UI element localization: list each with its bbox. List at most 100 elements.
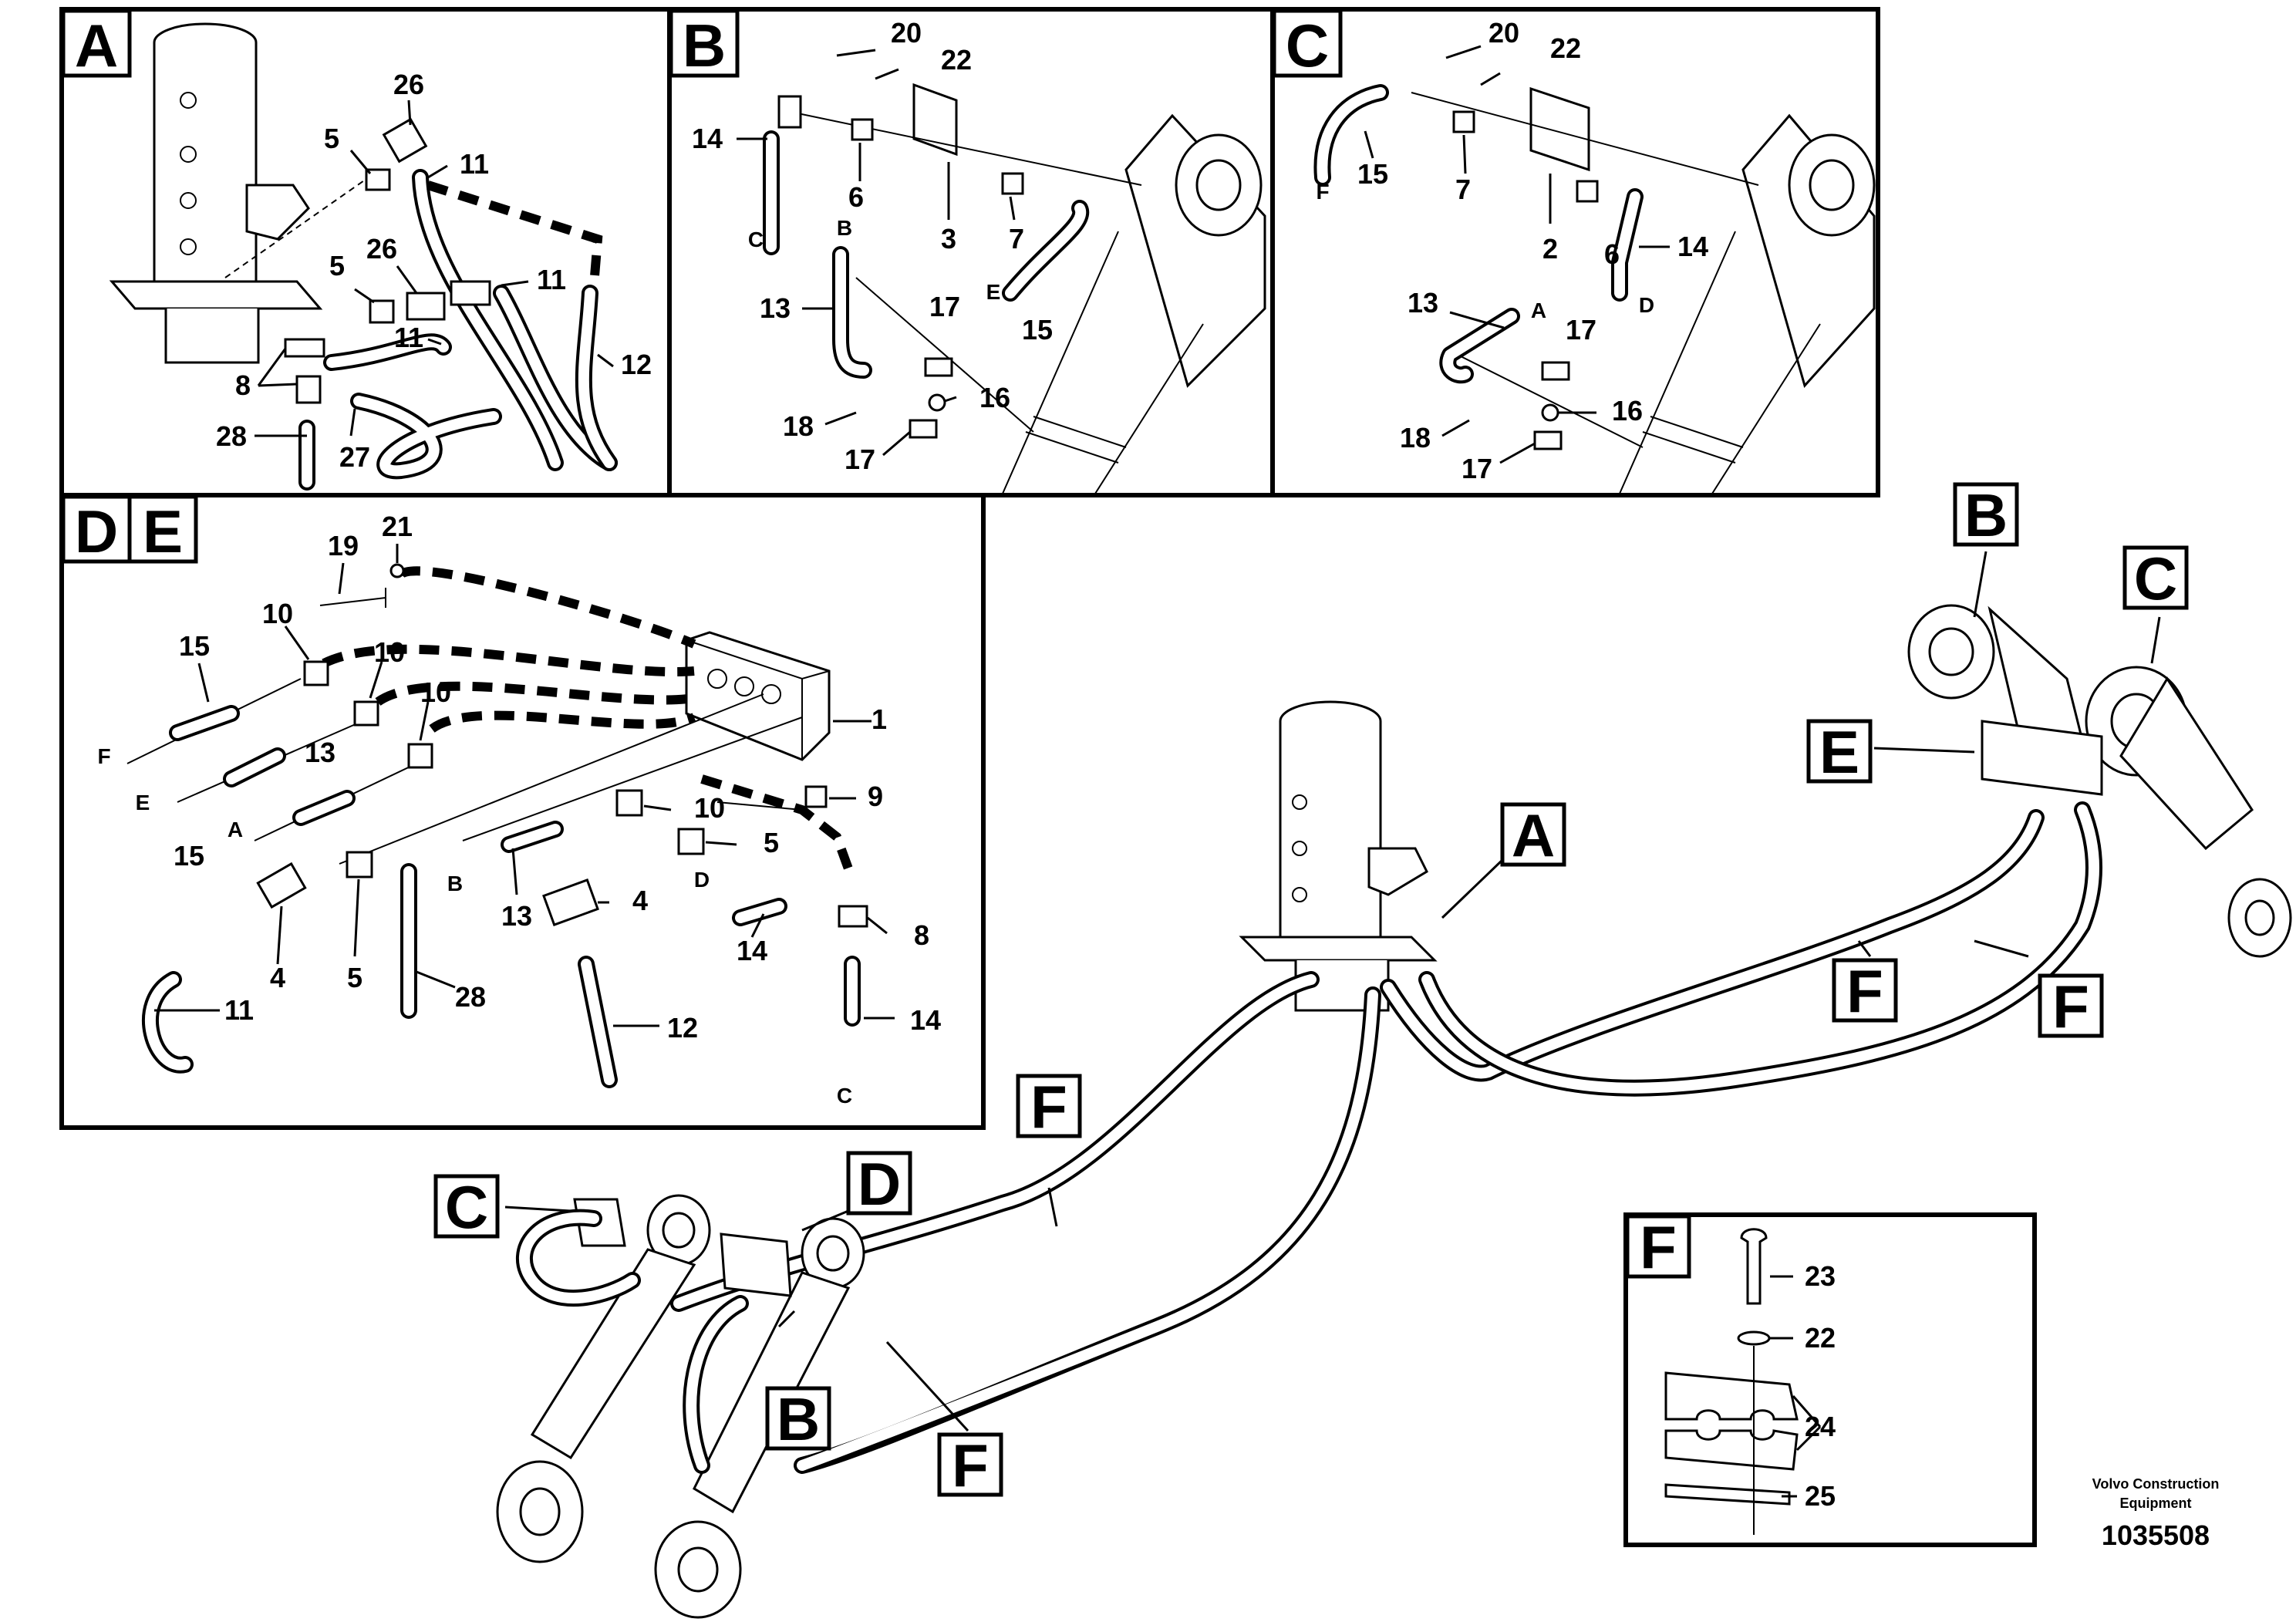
callout-c-18: 18 [1400, 422, 1431, 454]
callout-f-22: 22 [1805, 1322, 1836, 1354]
callout-de-1: 1 [872, 703, 887, 735]
callout-c-7: 7 [1455, 174, 1471, 205]
callout-b-22: 22 [941, 44, 972, 76]
callout-de-19: 19 [328, 530, 359, 561]
callout-c-a: A [1531, 298, 1546, 322]
washer-22-f [1737, 1330, 1771, 1346]
panel-f-tag-label: F [1640, 1213, 1677, 1281]
clamp-17-c [1541, 361, 1570, 381]
panel-d-tag-label: D [75, 497, 118, 565]
hidden-hose-1 [397, 566, 696, 649]
callout-b-16: 16 [979, 382, 1010, 413]
callout-c-15: 15 [1357, 158, 1388, 190]
callout-c-13: 13 [1408, 287, 1438, 319]
detail-panel-f: F 23 22 24 25 [1623, 1212, 2037, 1547]
callout-de-5b: 5 [347, 962, 362, 993]
fitting-7-c [1452, 110, 1475, 133]
overview-tags: A B C C D E B F F F F [433, 481, 2189, 1499]
callout-de-b: B [447, 872, 463, 895]
callout-a-5: 5 [324, 123, 339, 154]
hidden-hose-2 [322, 644, 695, 676]
overview-tag-f2: F [952, 1431, 989, 1499]
panel-a-tag [61, 8, 132, 78]
callout-a-5b: 5 [329, 250, 345, 282]
callout-de-14b: 14 [910, 1004, 941, 1036]
callout-b-6: 6 [848, 181, 864, 213]
overview-tag-b2: B [777, 1385, 820, 1453]
callout-de-15b: 15 [174, 840, 204, 872]
overview-assembly: A B C C D E B F F F F [433, 481, 2292, 1619]
central-swivel [1239, 700, 1438, 1012]
panel-c-frame [1270, 7, 1880, 497]
panel-e-tag [127, 494, 198, 564]
hidden-hose-4 [429, 710, 696, 733]
callout-de-f: F [97, 744, 110, 768]
reference-number: 1035508 [2102, 1519, 2210, 1551]
footer-reference: Volvo Construction Equipment 1035508 [2092, 1476, 2220, 1551]
overview-tag-f3-box [1832, 958, 1898, 1023]
overview-tag-d-box [846, 1151, 912, 1216]
callouts-a: 26 5 11 5 26 11 11 12 8 28 27 [216, 69, 652, 473]
fitting-10-a [303, 660, 329, 686]
callout-a-26b: 26 [366, 233, 397, 265]
overview-tag-e-box [1806, 719, 1873, 784]
callout-de-10b: 10 [374, 636, 405, 668]
callout-de-15: 15 [179, 630, 210, 662]
overview-tag-c2-box [433, 1174, 500, 1239]
fitting-6-c [1576, 180, 1599, 203]
callout-b-17: 17 [929, 291, 960, 322]
fitting-5-mid [369, 299, 395, 324]
fitting-10-c [407, 743, 433, 769]
overview-tag-f2-box [937, 1432, 1003, 1497]
callout-a-11: 11 [460, 148, 489, 180]
callout-a-12: 12 [621, 349, 652, 380]
callout-b-15: 15 [1022, 314, 1053, 346]
callout-b-3: 3 [941, 223, 956, 255]
overview-tag-a-box [1500, 802, 1566, 867]
hidden-hose-5 [700, 774, 857, 882]
bolt-19 [319, 588, 386, 608]
callout-b-18: 18 [783, 410, 814, 442]
callout-c-17b: 17 [1462, 453, 1492, 484]
callout-de-c: C [837, 1084, 852, 1108]
panel-e-tag-label: E [143, 497, 183, 565]
cylinder-b [1002, 113, 1266, 494]
callout-a-11c: 11 [394, 322, 423, 353]
panel-a-tag-label: A [75, 12, 118, 79]
overview-tag-f4: F [2052, 973, 2089, 1040]
company-line-2: Equipment [2120, 1496, 2192, 1511]
callout-a-27: 27 [339, 441, 370, 473]
callout-de-4: 4 [632, 885, 648, 916]
callout-f-24: 24 [1805, 1411, 1836, 1442]
callout-b-e: E [986, 280, 1001, 304]
fitting-6-b [851, 118, 874, 141]
callout-c-2: 2 [1542, 233, 1558, 265]
callout-de-21: 21 [382, 511, 413, 542]
callout-f-25: 25 [1805, 1480, 1836, 1512]
callout-b-c: C [748, 228, 764, 251]
callout-c-d: D [1639, 293, 1654, 317]
detail-panel-c: C 20 22 F 15 7 2 6 [1270, 7, 1880, 497]
valve-block-2 [1529, 86, 1590, 172]
callout-b-13: 13 [760, 292, 791, 324]
callout-de-11: 11 [224, 994, 254, 1026]
callout-de-4b: 4 [270, 962, 285, 993]
callout-c-16: 16 [1612, 395, 1643, 427]
clamp-24-bottom [1664, 1429, 1799, 1471]
tee-fitting-8 [284, 338, 325, 358]
callout-a-28: 28 [216, 420, 247, 452]
overview-tag-a: A [1512, 801, 1555, 869]
callout-de-13b: 13 [501, 900, 532, 932]
fitting-26-top [382, 117, 428, 164]
right-cylinders [1907, 604, 2292, 958]
overview-tag-f1-box [1016, 1074, 1082, 1138]
elbow-11 [450, 280, 491, 306]
panel-f-frame [1623, 1212, 2037, 1547]
valve-block-3 [912, 83, 958, 157]
callout-c-17: 17 [1566, 314, 1596, 346]
callout-c-20: 20 [1489, 17, 1519, 49]
callout-c-6: 6 [1604, 238, 1620, 270]
callout-c-22: 22 [1550, 32, 1581, 64]
callout-de-9: 9 [868, 781, 883, 812]
